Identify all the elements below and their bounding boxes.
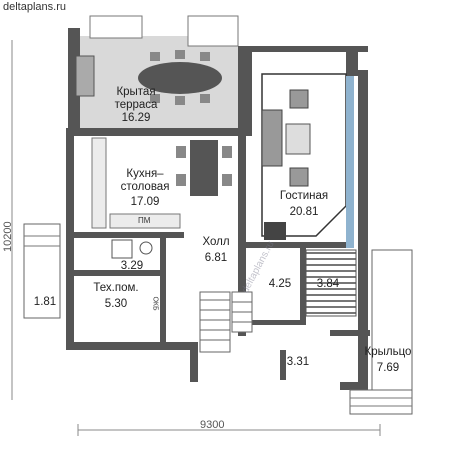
dimension-lines bbox=[11, 40, 381, 436]
armchair-2 bbox=[289, 167, 309, 187]
room-name-living: Гостиная bbox=[279, 190, 329, 202]
room-name-porch: Крыльцо bbox=[364, 346, 412, 358]
room-area-kitchen: 17.09 bbox=[130, 196, 160, 208]
room-name-hall: Холл bbox=[202, 236, 230, 248]
fixture-label-boiler: ОКБ bbox=[151, 296, 159, 311]
dining-chairs bbox=[176, 146, 232, 186]
terrace-sofa bbox=[75, 55, 95, 97]
dining-table bbox=[190, 140, 218, 196]
room-area-terrace: 16.29 bbox=[121, 112, 151, 124]
room-area-425: 4.25 bbox=[268, 278, 292, 290]
armchair-1 bbox=[289, 89, 309, 109]
room-area-living: 20.81 bbox=[289, 206, 319, 218]
fixture-label-pm: ПМ bbox=[138, 216, 151, 225]
room-area-hall: 6.81 bbox=[204, 252, 228, 264]
height-dimension: 10200 bbox=[2, 221, 14, 252]
watermark: deltaplans.ru bbox=[3, 1, 66, 13]
room-area-porch: 7.69 bbox=[376, 362, 400, 374]
terrace-step-left bbox=[89, 15, 143, 39]
coffee-table bbox=[285, 123, 311, 155]
wardrobe-storage bbox=[305, 249, 357, 317]
toilet bbox=[111, 239, 133, 259]
terrace-chairs bbox=[150, 50, 210, 105]
room-area-331: 3.31 bbox=[286, 356, 310, 368]
room-area-wardrobe: 3.84 bbox=[316, 278, 340, 290]
stairs bbox=[199, 291, 253, 353]
living-room-area bbox=[261, 73, 347, 237]
terrace-table bbox=[138, 62, 222, 94]
left-entry-steps bbox=[24, 235, 60, 247]
kitchen-counter bbox=[91, 137, 107, 229]
room-name-kitchen: Кухня– столовая bbox=[120, 168, 170, 193]
kitchen-counter-bottom bbox=[109, 213, 181, 229]
sink bbox=[139, 241, 153, 255]
porch-area bbox=[371, 249, 413, 397]
room-name-terrace: Крытая терраса bbox=[114, 86, 158, 111]
terrace-post bbox=[68, 28, 80, 128]
outer-walls bbox=[66, 46, 370, 390]
terrace-step bbox=[187, 15, 239, 47]
left-entry bbox=[23, 223, 61, 319]
room-area-left-entry: 1.81 bbox=[33, 296, 57, 308]
width-dimension: 9300 bbox=[200, 419, 225, 431]
room-name-tech: Тех.пом. bbox=[93, 282, 139, 294]
room-area-tech: 5.30 bbox=[104, 298, 128, 310]
porch-steps bbox=[349, 389, 413, 415]
living-sofa bbox=[261, 109, 283, 167]
window-living bbox=[346, 76, 354, 248]
inner-walls bbox=[74, 232, 346, 380]
fireplace bbox=[264, 222, 286, 240]
room-area-bath: 3.29 bbox=[120, 260, 144, 272]
porch-step-lines bbox=[350, 397, 412, 407]
